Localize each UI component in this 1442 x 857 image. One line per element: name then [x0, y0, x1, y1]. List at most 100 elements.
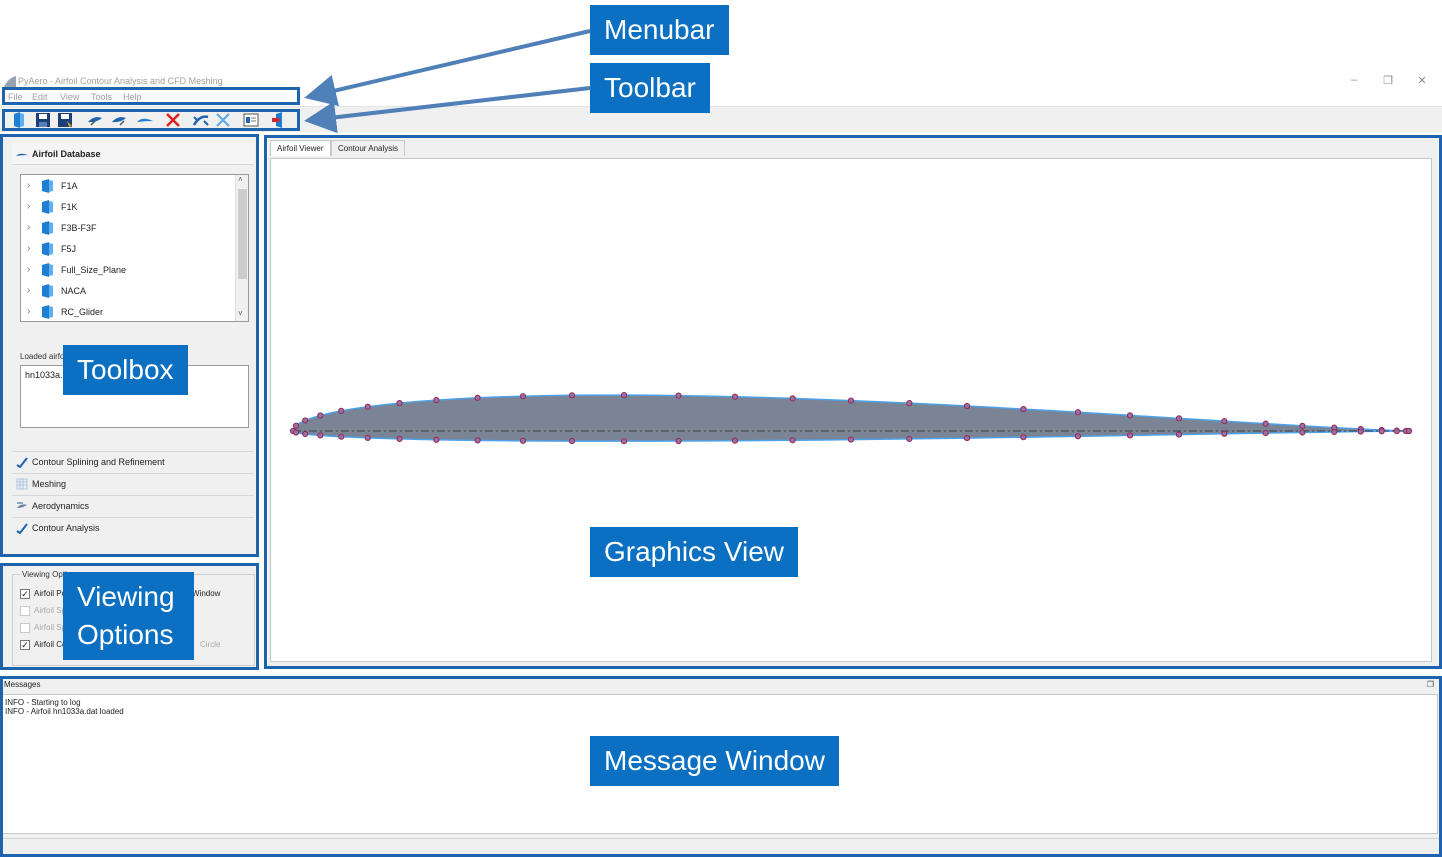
folder-icon [42, 200, 53, 214]
loaded-airfoil-item[interactable]: hn1033a.dat [25, 370, 76, 380]
chevron-up-icon[interactable]: ˄ [238, 175, 243, 184]
toolbox-item-meshing[interactable]: Meshing [12, 473, 254, 494]
menubar-highlight [2, 87, 300, 105]
menubar-callout: Menubar [590, 5, 729, 55]
chevron-right-icon[interactable]: › [27, 222, 31, 233]
airfoil-point [1221, 430, 1228, 437]
scrollbar-thumb[interactable] [238, 189, 247, 279]
minimize-button[interactable]: – [1350, 74, 1358, 86]
toolbox-item-contour-splining[interactable]: Contour Splining and Refinement [12, 451, 254, 472]
chevron-right-icon[interactable]: › [27, 201, 31, 212]
title-bar: PyAero - Airfoil Contour Analysis and CF… [0, 74, 1442, 90]
airfoil-database-header[interactable]: Airfoil Database [12, 143, 254, 165]
close-button[interactable]: ✕ [1417, 75, 1427, 87]
graphics-view: Airfoil Viewer Contour Analysis [268, 138, 1438, 666]
menu-help[interactable]: Help [123, 92, 142, 102]
airfoil-point [731, 393, 739, 400]
menu-file[interactable]: File [8, 92, 23, 102]
menu-tools[interactable]: Tools [91, 92, 113, 102]
graphics-view-highlight [264, 135, 1442, 669]
chevron-down-icon[interactable]: ˅ [238, 309, 243, 318]
checkbox-checked[interactable]: ✓ [20, 589, 30, 599]
loaded-airfoils-label: Loaded airfoils [20, 352, 73, 361]
folder-icon [42, 284, 53, 298]
airfoil-icon[interactable] [136, 111, 154, 129]
tab-contour-analysis[interactable]: Contour Analysis [331, 140, 406, 156]
chevron-right-icon[interactable]: › [27, 285, 31, 296]
checkbox-unchecked[interactable] [20, 606, 30, 616]
toolbox-item-contour-analysis[interactable]: Contour Analysis [12, 517, 254, 538]
checkbox-checked[interactable]: ✓ [20, 640, 30, 650]
airfoil-point [1020, 434, 1027, 441]
option-label: Airfoil Points [34, 589, 79, 598]
toolbox-item-label: Contour Analysis [32, 523, 100, 533]
airfoil-point [364, 403, 371, 410]
log-line: INFO - Airfoil hn1033a.dat loaded [5, 707, 124, 716]
exit-icon[interactable] [270, 111, 288, 129]
tree-item[interactable]: › NACA [21, 281, 233, 302]
airfoil-point [1262, 429, 1269, 437]
airfoil-point [906, 435, 913, 442]
chevron-right-icon[interactable]: › [27, 306, 31, 317]
menu-view[interactable]: View [60, 92, 80, 102]
tree-item[interactable]: › F3B-F3F [21, 218, 233, 239]
toolbox-item-label: Aerodynamics [32, 501, 90, 511]
airfoil-point [364, 434, 371, 441]
airfoil-point [1020, 405, 1027, 413]
save-icon[interactable] [34, 111, 52, 129]
refresh-icon[interactable] [214, 111, 232, 129]
tree-scrollbar[interactable]: ˄ ˅ [235, 175, 248, 321]
tree-item[interactable]: › F5J [21, 239, 233, 260]
tree-item-label: F1K [61, 202, 78, 212]
folder-icon [42, 179, 53, 193]
tree-item[interactable]: › RC_Glider [21, 302, 233, 323]
airfoil-point [1221, 418, 1228, 425]
open-icon[interactable] [10, 111, 28, 129]
checkbox-unchecked[interactable] [20, 623, 30, 633]
airfoil-point [1393, 428, 1400, 435]
chevron-right-icon[interactable]: › [27, 264, 31, 275]
tab-airfoil-viewer[interactable]: Airfoil Viewer [270, 140, 331, 156]
airfoil-point [675, 392, 682, 399]
airfoil-point [519, 437, 527, 444]
delete-icon[interactable] [164, 111, 182, 129]
tree-item-label: Full_Size_Plane [61, 265, 127, 275]
float-dock-icon[interactable]: ❐ [1426, 680, 1434, 689]
restore-button[interactable]: ❐ [1383, 75, 1393, 87]
save-as-icon[interactable] [56, 111, 74, 129]
airfoil-point [568, 392, 576, 399]
chevron-right-icon[interactable]: › [27, 180, 31, 191]
import-icon[interactable] [86, 111, 104, 129]
airfoil-point [474, 394, 481, 401]
menubar: File Edit View Tools Help [2, 91, 298, 103]
tree-item[interactable]: › Full_Size_Plane [21, 260, 233, 281]
analysis-icon [16, 523, 28, 534]
toolbox-item-aerodynamics[interactable]: Aerodynamics [12, 495, 254, 516]
airfoil-point [433, 436, 440, 443]
chevron-right-icon[interactable]: › [27, 243, 31, 254]
airfoil-point [789, 437, 796, 444]
tree-item[interactable]: › F1A [21, 176, 233, 197]
airfoil-point [963, 402, 971, 410]
toolbox-callout: Toolbox [63, 345, 188, 395]
folder-icon [42, 263, 53, 277]
airfoil-point [292, 429, 300, 436]
airfoil-point [1357, 428, 1364, 435]
airfoil-point [396, 435, 403, 443]
message-window-callout: Message Window [590, 736, 839, 786]
log-icon[interactable] [242, 111, 260, 129]
export-icon[interactable] [110, 111, 128, 129]
log-line: INFO - Starting to log [5, 698, 81, 707]
menu-edit[interactable]: Edit [32, 92, 48, 102]
airfoil-tree[interactable]: › F1A › F1K › F3B-F3F › F5J › Full_Size_… [20, 174, 249, 322]
viewing-options-callout-line1: Viewing [77, 581, 175, 612]
airfoil-point [317, 432, 324, 439]
fit-view-icon[interactable] [192, 111, 210, 129]
airfoil-point [519, 393, 527, 400]
airfoil-point [317, 412, 324, 419]
tree-item[interactable]: › F1K [21, 197, 233, 218]
toolbox-item-label: Contour Splining and Refinement [32, 457, 165, 467]
viewing-options-title: Viewing Options [20, 570, 82, 579]
airfoil-canvas[interactable] [270, 158, 1432, 662]
window-title: PyAero - Airfoil Contour Analysis and CF… [18, 76, 223, 86]
